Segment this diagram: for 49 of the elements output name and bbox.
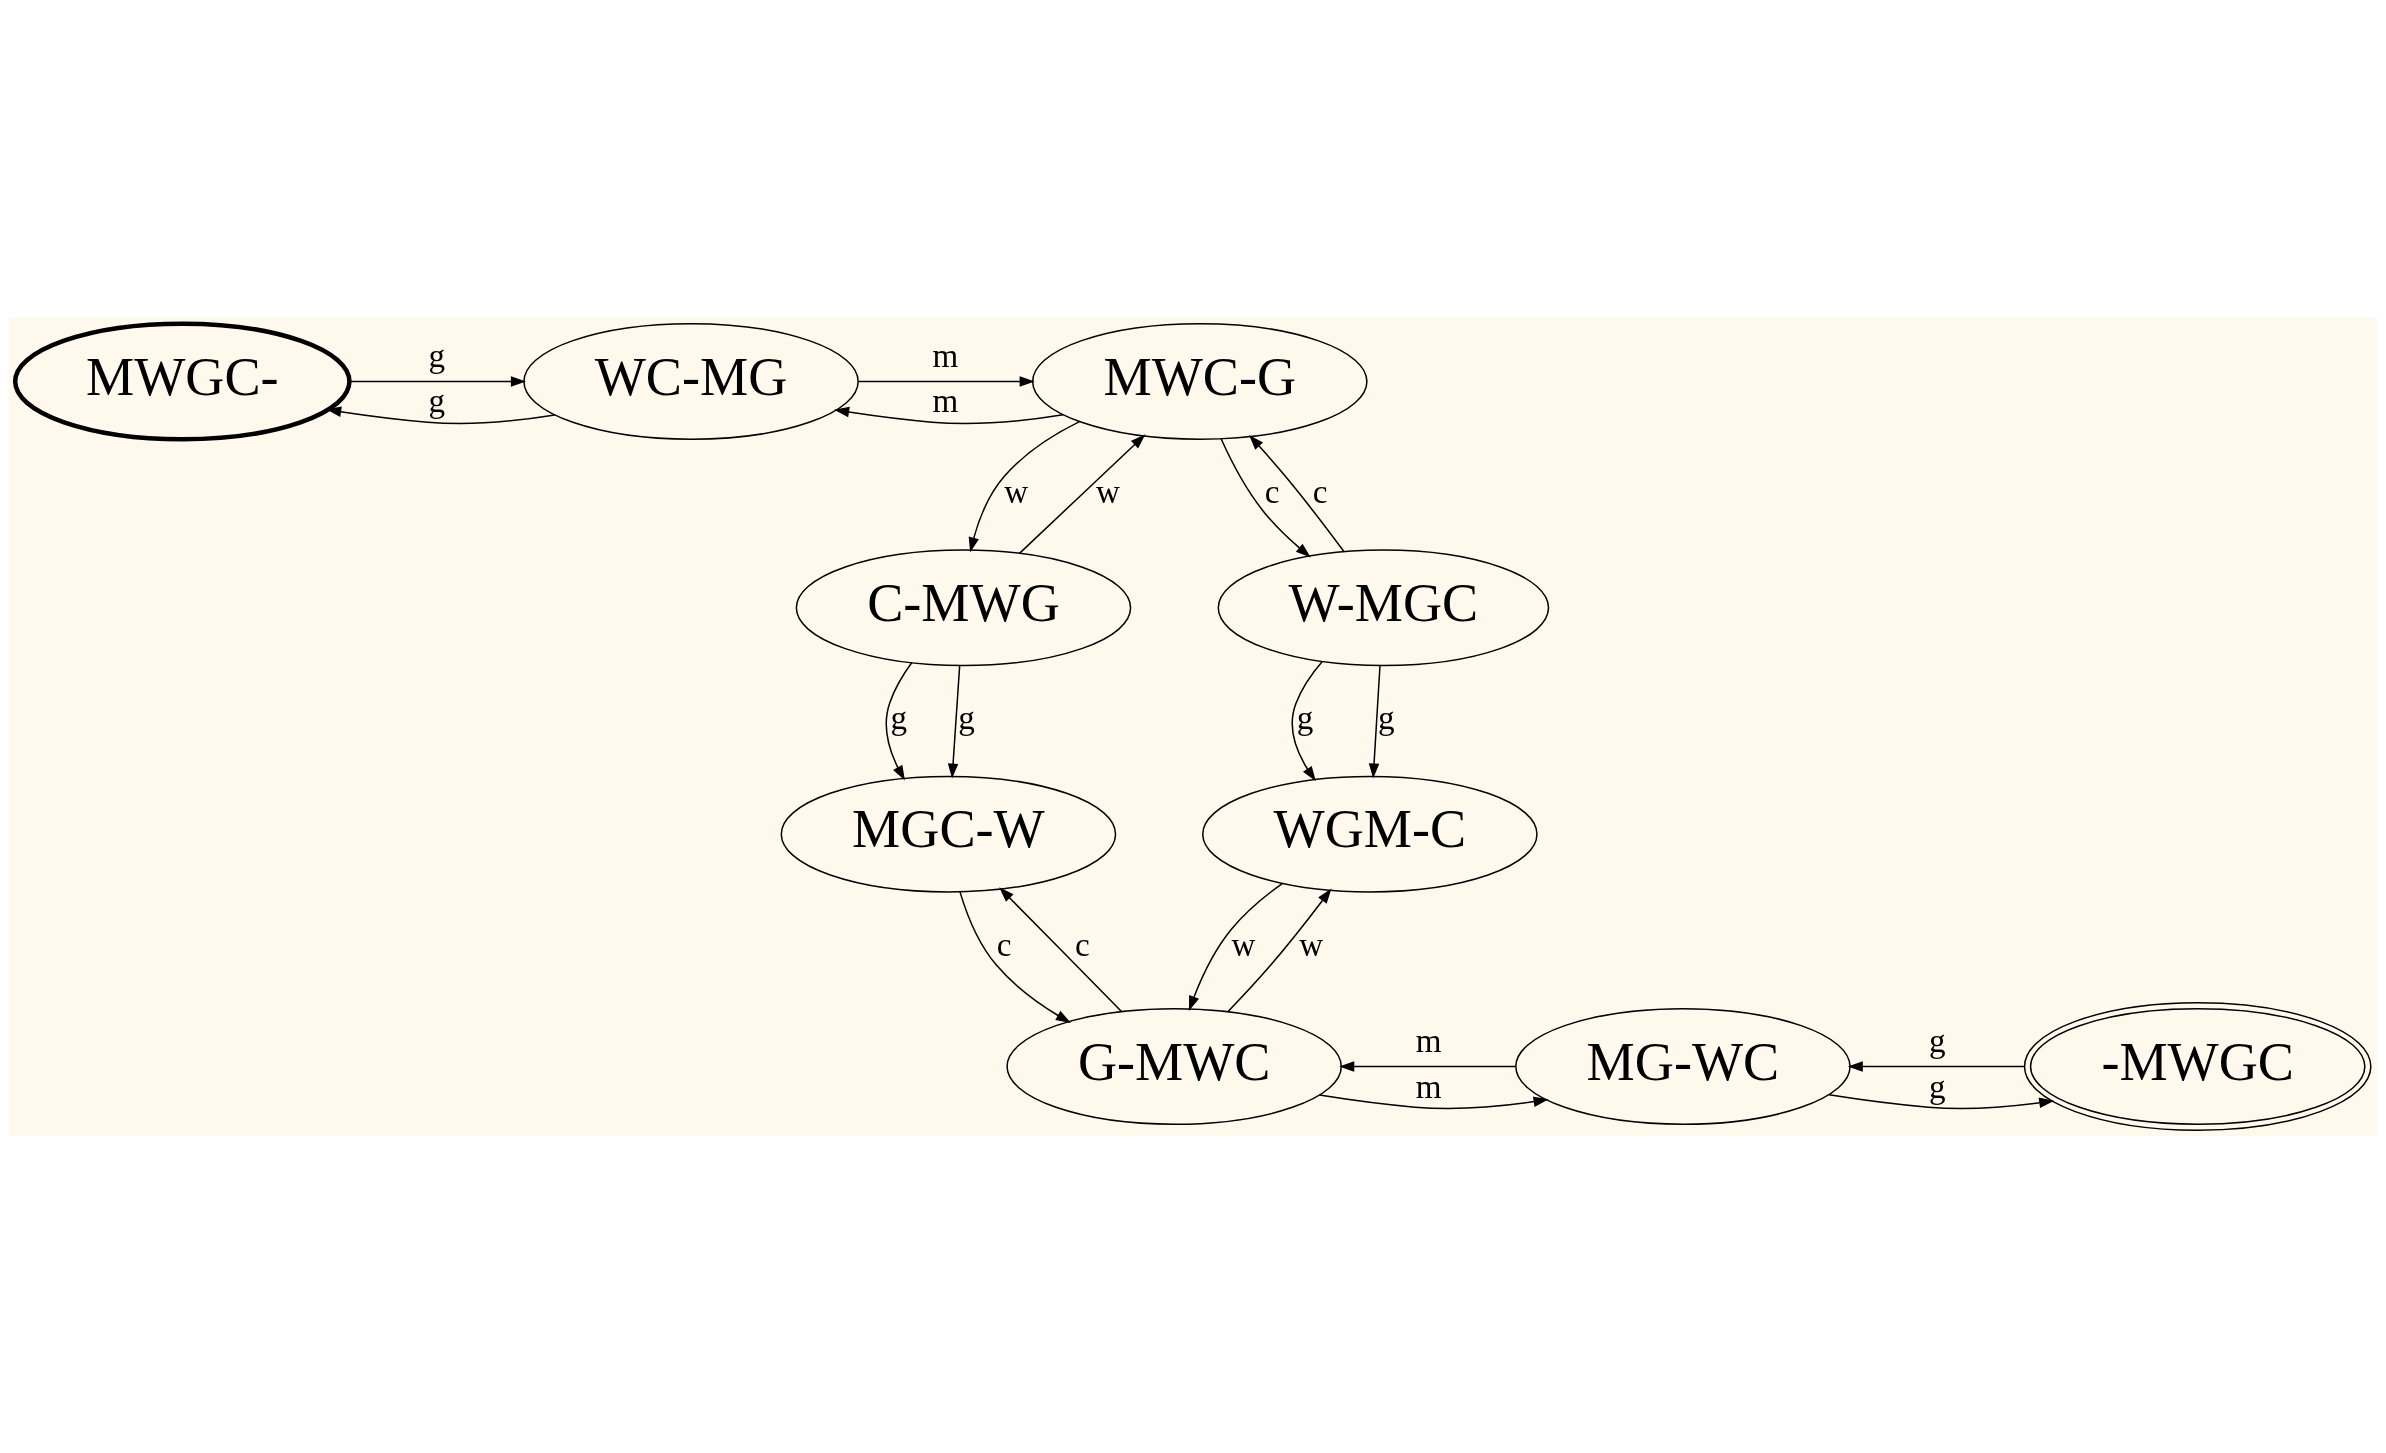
edge-label: g [890,698,908,736]
arrow [999,886,1123,1012]
arrow [1018,433,1146,554]
arrow [1249,434,1345,552]
edge-label: c [996,925,1012,963]
arrow [1339,1060,1517,1072]
arrow [1368,664,1381,779]
edge-label: w [1231,925,1256,963]
arrow [1828,1093,2055,1109]
edge-label: w [1004,472,1029,510]
edge-label: g [428,336,445,374]
arrow [968,420,1081,552]
arrow [959,890,1071,1023]
edge-label: c [1312,472,1328,510]
node-ellipse: C-MWG [795,548,1132,666]
edge-label: c [1264,472,1280,510]
arrow [857,375,1035,387]
edge-label: g [958,698,975,736]
edge-label: m [1415,1067,1442,1104]
edge-label: g [1296,698,1314,736]
arrow [1188,882,1283,1011]
arrow [834,406,1064,424]
edge-label: g [1378,698,1395,736]
edge-label: m [932,336,959,374]
arrow [1291,660,1324,781]
node-ellipse: MG-WC [1515,1007,1851,1125]
arrow [1220,437,1311,557]
arrow [1227,888,1332,1013]
arrow [1847,1060,2026,1072]
arrow [326,405,556,424]
node-ellipse: MWGC- [12,320,352,441]
arrow [947,664,961,779]
edge-label: m [932,381,959,419]
node-ellipse: MGC-W [780,775,1117,893]
node-ellipse: MWC-G [1031,322,1368,440]
edge-label: g [428,381,445,419]
arrow [1318,1093,1549,1109]
arrow [348,375,526,387]
edge-label: c [1075,925,1090,963]
edge-label: w [1096,472,1120,510]
edge-label: g [1929,1021,1946,1059]
node-ellipse: W-MGC [1217,548,1550,666]
node-ellipse: WC-MG [523,322,859,440]
edge-label: w [1299,925,1324,963]
arrow [885,661,913,781]
edge-label: m [1415,1021,1442,1059]
node-ellipse: -MWGC [2023,1001,2372,1131]
edge-label: g [1929,1067,1946,1104]
node-ellipse: WGM-C [1202,775,1538,893]
